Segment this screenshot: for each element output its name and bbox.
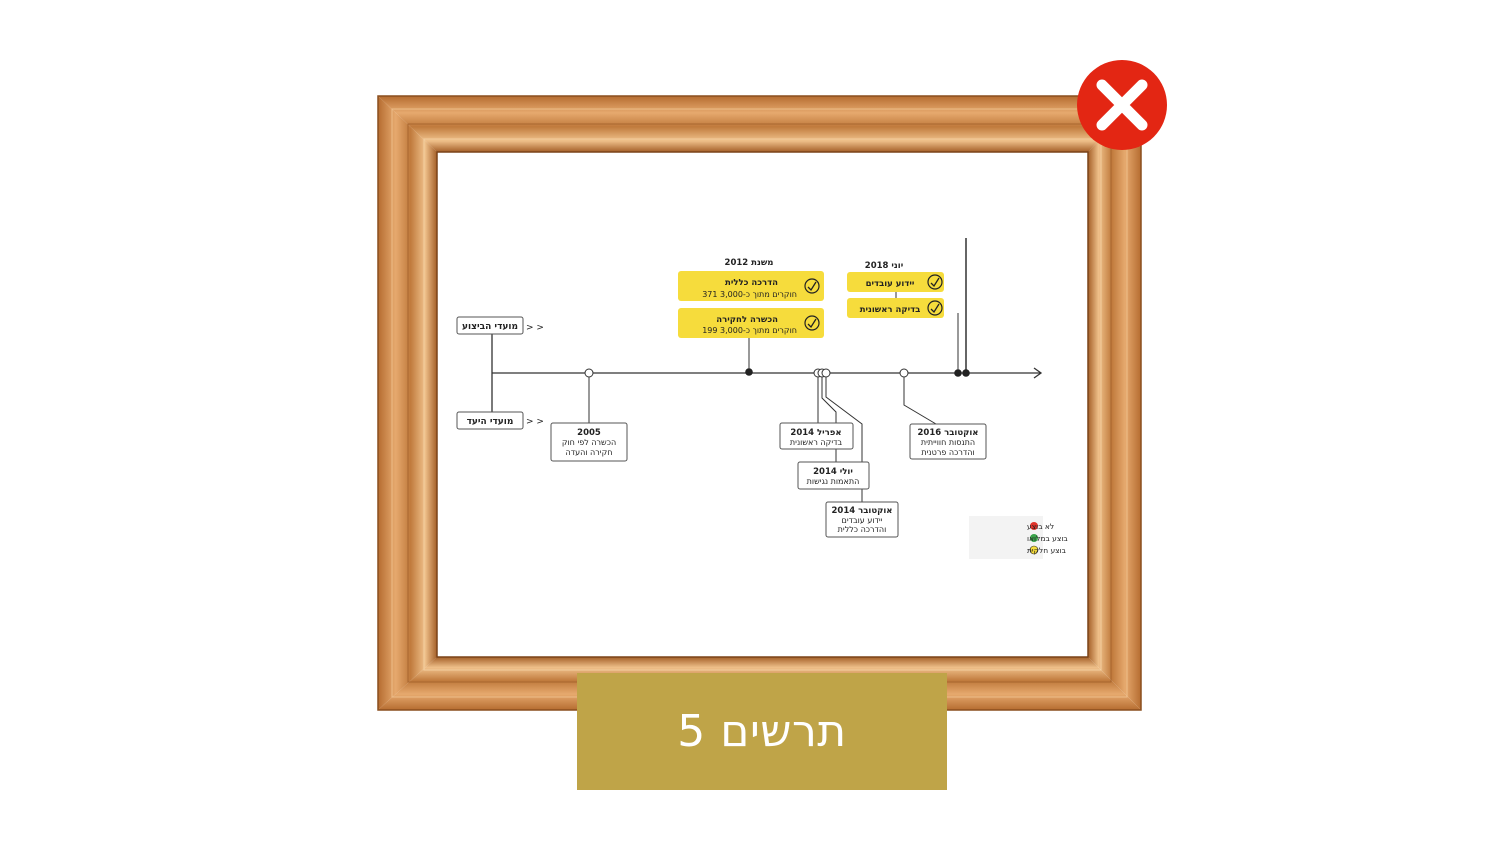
box-jul-2014-line1: התאמות נגישות (807, 477, 860, 486)
box-2005-line2: חקירה והעדה (566, 448, 613, 457)
callout-general-training-subtitle: 371 חוקרים מתוך כ-3,000 (702, 290, 797, 299)
caption-text: תרשים 5 (677, 706, 847, 757)
box-oct-2014: אוקטובר 2014 יידוע עובדים והדרכה כללית (825, 501, 899, 538)
legend: לא בוצע בוצע במלואו בוצע חלקית (969, 516, 1068, 559)
group-2018-heading: יוני 2018 (865, 261, 903, 271)
callout-initial-check-title: בדיקה ראשונית (860, 305, 921, 315)
box-oct-2016-title: אוקטובר 2016 (918, 428, 979, 438)
target-dates-node: מועדי היעד (456, 411, 524, 430)
box-2005-title: 2005 (577, 428, 601, 438)
callout-investigation-training-title: הכשרה לחקירה (716, 315, 778, 325)
caption-banner: תרשים 5 (577, 673, 947, 790)
box-jul-2014-title: יולי 2014 (813, 467, 853, 477)
callout-investigation-training: הכשרה לחקירה 199 חוקרים מתוך כ-3,000 (678, 308, 824, 338)
group-2012-heading: משנת 2012 (725, 258, 774, 268)
execution-dates-node: מועדי הביצוע (456, 316, 524, 335)
box-oct-2016-line1: התנסות חווייתית (921, 438, 975, 447)
box-apr-2014: אפריל 2014 בדיקה ראשונית (779, 422, 854, 450)
legend-fully-done-label: בוצע במלואו (1027, 534, 1068, 543)
point-oct-2014 (821, 368, 831, 378)
check-pencil-icon (927, 300, 943, 316)
legend-item-not-done: לא בוצע (1027, 522, 1054, 531)
callout-general-training-title: הדרכה כללית (725, 278, 778, 288)
legend-item-fully-done: בוצע במלואו (1027, 534, 1068, 543)
box-oct-2014-title: אוקטובר 2014 (832, 506, 893, 516)
box-oct-2016-line2: והדרכה פרטנית (921, 448, 974, 457)
callout-initial-check: בדיקה ראשונית (847, 298, 944, 318)
target-dates-label: מועדי היעד (467, 417, 514, 427)
legend-partially-done-label: בוצע חלקית (1027, 546, 1067, 555)
box-oct-2014-line1: יידוע עובדים (842, 516, 883, 525)
callout-general-training: הדרכה כללית 371 חוקרים מתוך כ-3,000 (678, 271, 824, 301)
box-2005-line1: הכשרה לפי חוק (562, 438, 616, 447)
execution-dates-label: מועדי הביצוע (462, 322, 518, 332)
legend-item-partially-done: בוצע חלקית (1027, 545, 1067, 555)
box-jul-2014: יולי 2014 התאמות נגישות (797, 461, 870, 490)
arrow-marks-top: > > (526, 323, 544, 333)
callout-inform-employees-title: יידוע עובדים (866, 279, 915, 289)
check-pencil-icon (804, 278, 820, 294)
point-jun-2018-a (954, 369, 962, 377)
point-2012 (745, 368, 753, 376)
arrow-marks-bottom: > > (526, 417, 544, 427)
box-apr-2014-title: אפריל 2014 (790, 428, 841, 438)
point-jun-2018-b (962, 369, 970, 377)
box-2005: 2005 הכשרה לפי חוק חקירה והעדה (550, 422, 628, 462)
point-2005 (584, 368, 594, 378)
legend-not-done-label: לא בוצע (1027, 522, 1054, 531)
callout-investigation-training-subtitle: 199 חוקרים מתוך כ-3,000 (702, 326, 797, 335)
point-oct-2016 (899, 368, 909, 378)
box-apr-2014-line1: בדיקה ראשונית (790, 438, 843, 447)
close-icon[interactable] (1077, 60, 1167, 150)
box-oct-2016: אוקטובר 2016 התנסות חווייתית והדרכה פרטנ… (909, 423, 987, 460)
callout-inform-employees: יידוע עובדים (847, 272, 944, 292)
box-oct-2014-line2: והדרכה כללית (838, 525, 887, 534)
check-pencil-icon (927, 274, 943, 290)
timeline-arrowhead (1033, 367, 1043, 379)
check-pencil-icon (804, 315, 820, 331)
